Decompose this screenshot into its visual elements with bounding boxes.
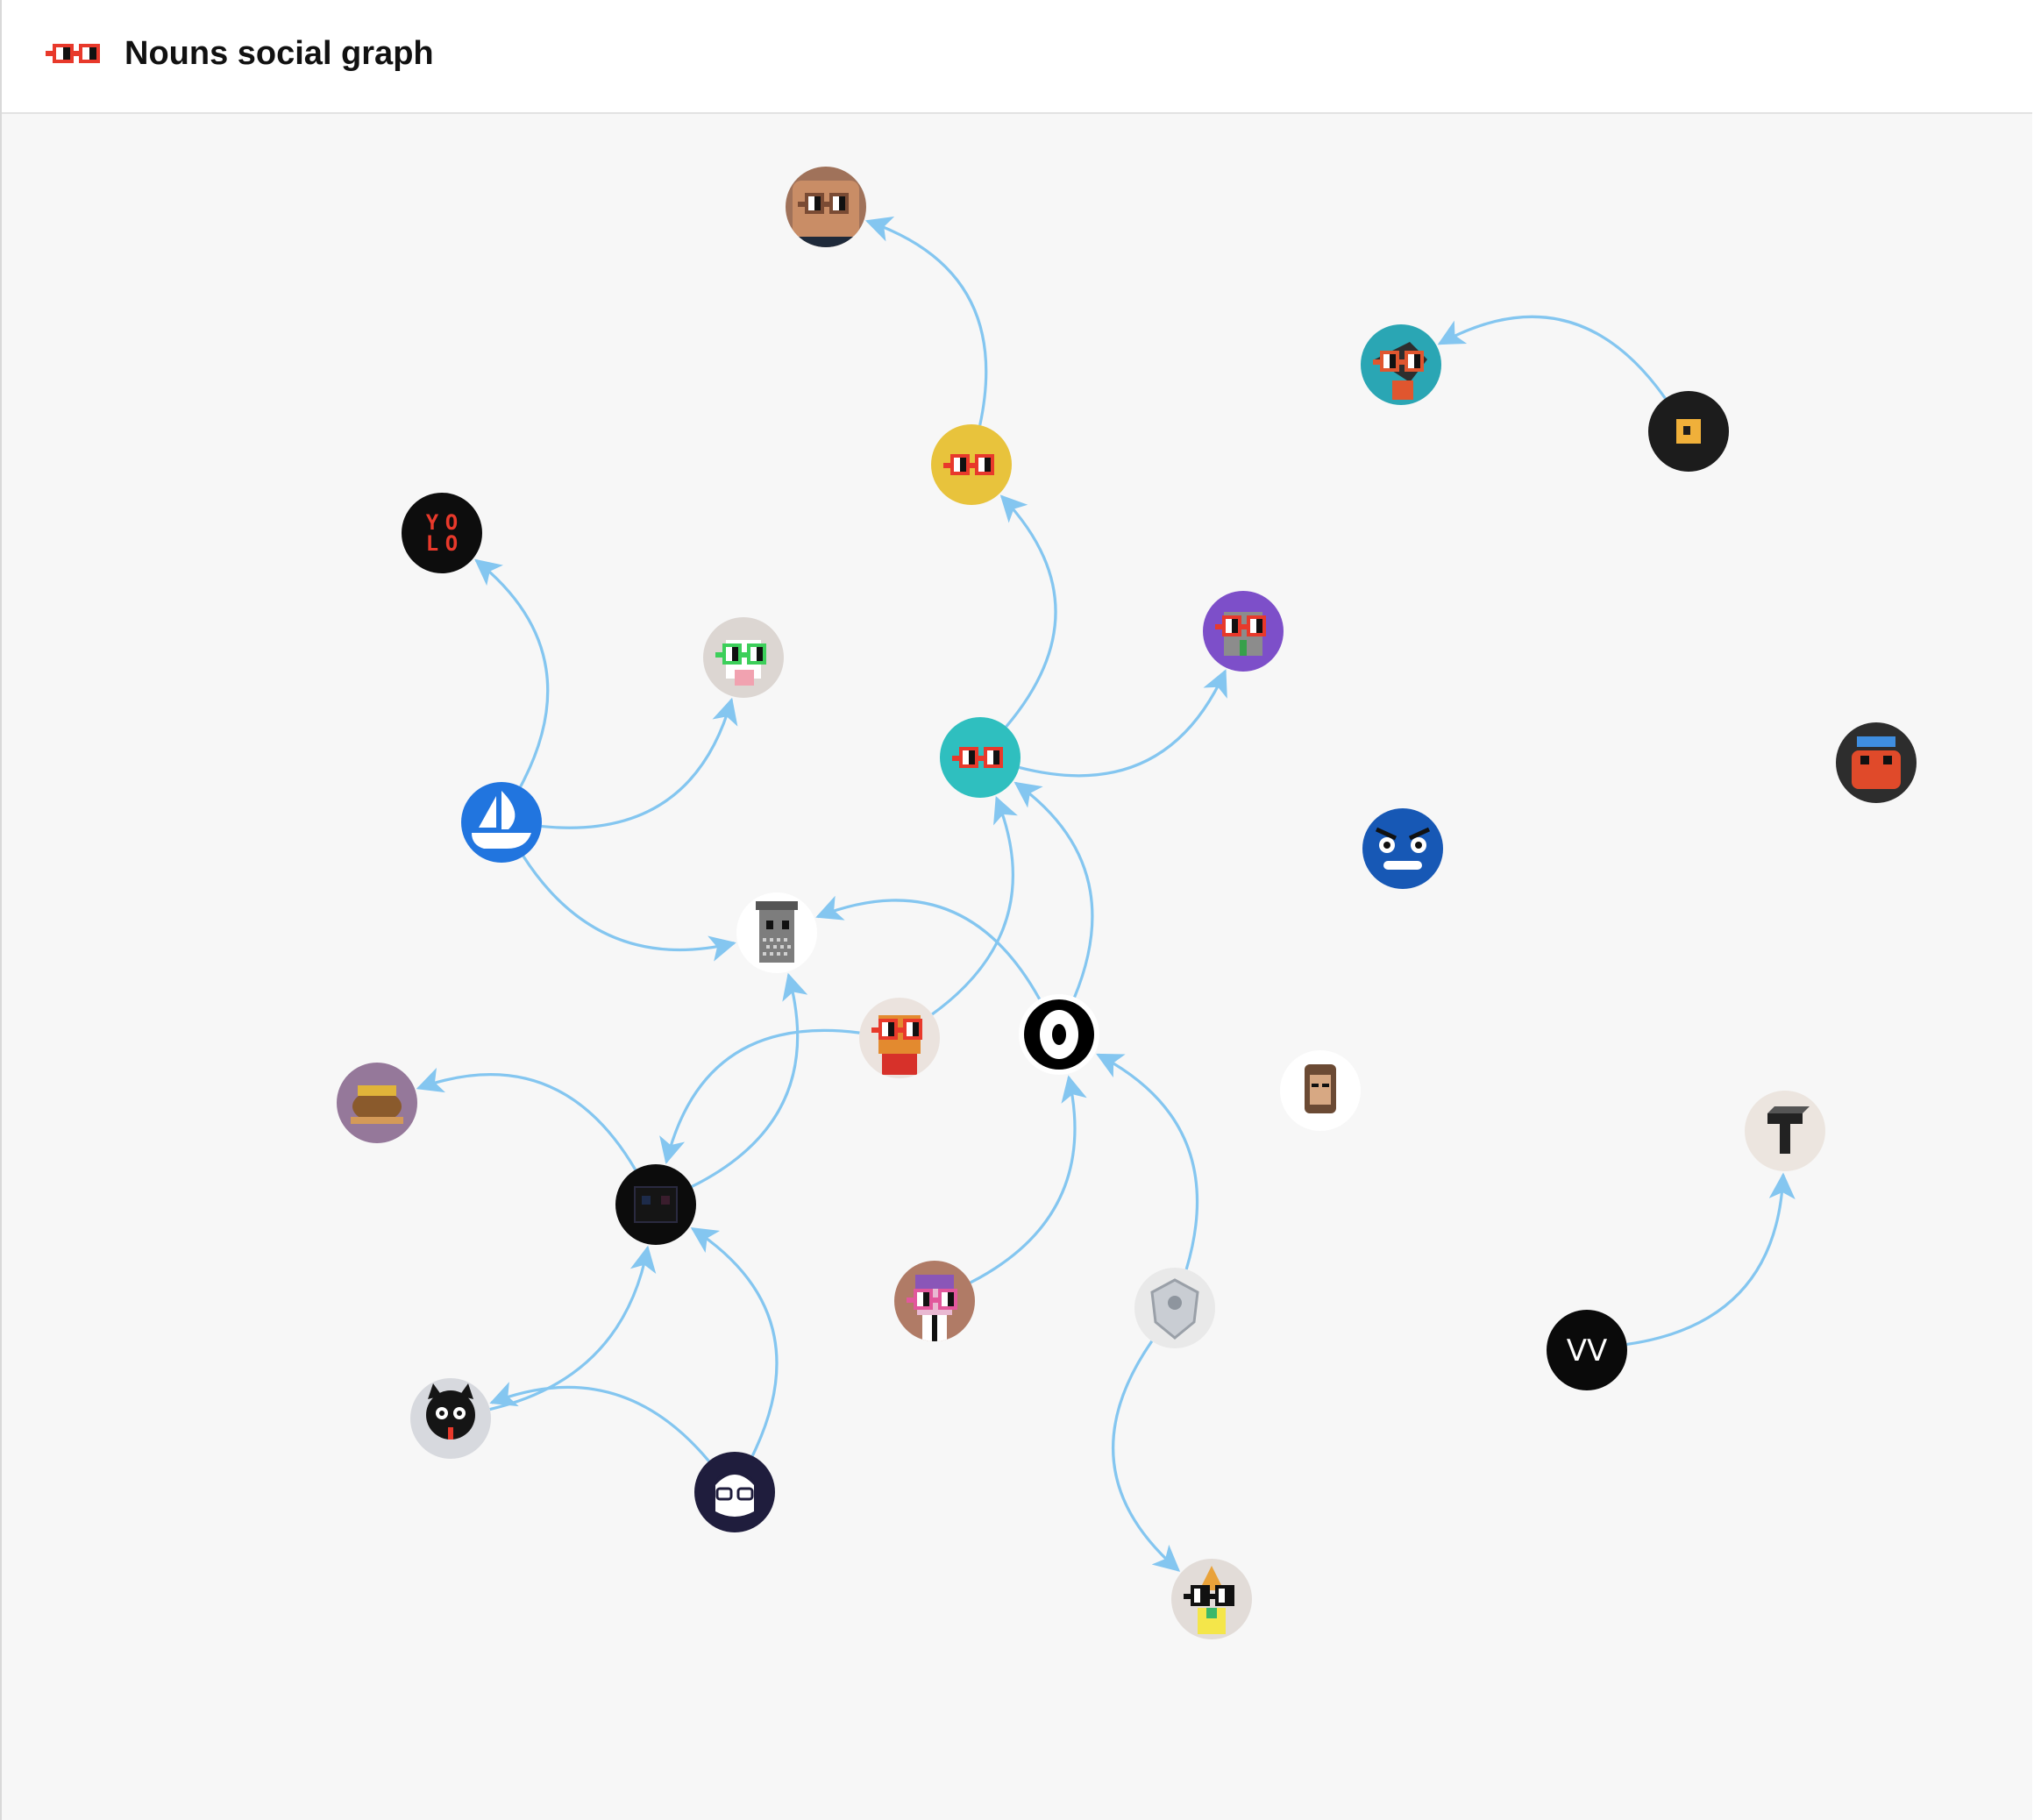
edge-dark-to-trash [691, 972, 808, 1188]
node-yellow[interactable] [931, 424, 1012, 505]
node-dog[interactable] [859, 998, 940, 1078]
green-glasses-noun-avatar-icon [715, 640, 766, 686]
edge-zora-to-teal [1013, 781, 1094, 999]
purple-trashcan-noun-avatar-icon [1215, 612, 1266, 656]
node-pixelman[interactable] [1280, 1050, 1361, 1131]
edge-opensea-to-green [541, 697, 738, 829]
corn-noun-avatar-icon [1184, 1566, 1234, 1634]
edge-pink-to-zora [970, 1075, 1087, 1284]
node-frog[interactable] [1836, 722, 1917, 803]
pink-glasses-noun-avatar-icon [907, 1275, 957, 1341]
edge-opensea-to-trash [522, 855, 736, 962]
node-zora[interactable] [1019, 994, 1099, 1075]
node-t[interactable] [1745, 1091, 1825, 1171]
node-cat[interactable] [410, 1378, 491, 1459]
node-pink[interactable] [894, 1261, 975, 1341]
edge-opensea-to-yolo [474, 558, 550, 788]
svg-text:VV: VV [1567, 1333, 1608, 1369]
header-bar: Nouns social graph [2, 0, 2032, 114]
zora-o-avatar-icon [1024, 999, 1094, 1070]
node-trash[interactable] [736, 892, 817, 973]
angry-blue-face-avatar-icon [1375, 827, 1431, 870]
edge-yellow-to-tan [864, 216, 988, 426]
svg-text:O: O [445, 531, 458, 556]
glasses-guy-avatar-icon [714, 1471, 756, 1517]
node-vv[interactable]: VV [1547, 1310, 1627, 1390]
edge-cat-to-dark [489, 1245, 657, 1411]
svg-text:O: O [445, 510, 458, 535]
yellow-cube-avatar-icon [1676, 419, 1701, 444]
node-opensea[interactable] [461, 782, 542, 863]
node-corn[interactable] [1171, 1559, 1252, 1639]
edge-zora-to-trash [815, 895, 1042, 1000]
silver-shield-avatar-icon [1150, 1278, 1199, 1340]
dog-noun-avatar-icon [871, 1015, 922, 1075]
node-shield[interactable] [1134, 1268, 1215, 1348]
nouns-glasses-yellow-avatar-icon [943, 454, 994, 475]
edge-vv-to-t [1626, 1172, 1796, 1347]
vv-logo-avatar-icon: VV [1567, 1333, 1608, 1369]
edge-teal-to-purple [1019, 669, 1227, 778]
black-cat-avatar-icon [426, 1383, 475, 1440]
fish-noun-avatar-icon [1373, 342, 1427, 400]
node-dark[interactable] [615, 1164, 696, 1245]
edge-dog-to-teal [931, 796, 1018, 1016]
tortoise-noun-avatar-icon [351, 1085, 403, 1124]
svg-text:Y: Y [426, 510, 439, 535]
node-tortoise[interactable] [337, 1063, 417, 1143]
edge-blackbox-to-fish [1437, 315, 1667, 400]
edge-glasses_guy-to-cat [489, 1382, 710, 1462]
edge-dark-to-tortoise [416, 1067, 637, 1171]
node-fish[interactable] [1361, 324, 1441, 405]
edge-shield-to-corn [1112, 1340, 1181, 1572]
opensea-avatar-icon [472, 791, 531, 849]
edge-glasses_guy-to-dark [690, 1227, 779, 1457]
node-circle [1362, 808, 1443, 889]
node-purple[interactable] [1203, 591, 1284, 672]
edges-layer [416, 216, 1796, 1572]
node-circle [402, 493, 482, 573]
trashcan-noun-avatar-icon [756, 901, 798, 963]
node-angry[interactable] [1362, 808, 1443, 889]
node-blackbox[interactable] [1648, 391, 1729, 472]
red-frog-noun-avatar-icon [1852, 736, 1901, 789]
edge-teal-to-yellow [999, 494, 1057, 728]
edge-shield-to-zora [1096, 1053, 1198, 1270]
edge-dog-to-dark [659, 1028, 860, 1164]
node-glasses_guy[interactable] [694, 1452, 775, 1532]
svg-text:L: L [426, 531, 438, 556]
node-tan[interactable] [786, 167, 866, 249]
dark-noun-avatar-icon [634, 1186, 678, 1223]
page-title: Nouns social graph [124, 35, 434, 72]
pixel-man-avatar-icon [1305, 1064, 1336, 1113]
node-circle [1547, 1310, 1627, 1390]
nouns-glasses-icon [46, 44, 100, 63]
node-green[interactable] [703, 617, 784, 698]
nouns-glasses-teal-avatar-icon [952, 747, 1003, 768]
node-teal[interactable] [940, 717, 1021, 798]
t-logo-avatar-icon [1767, 1106, 1810, 1154]
nouns-tan-avatar-icon [791, 181, 861, 247]
